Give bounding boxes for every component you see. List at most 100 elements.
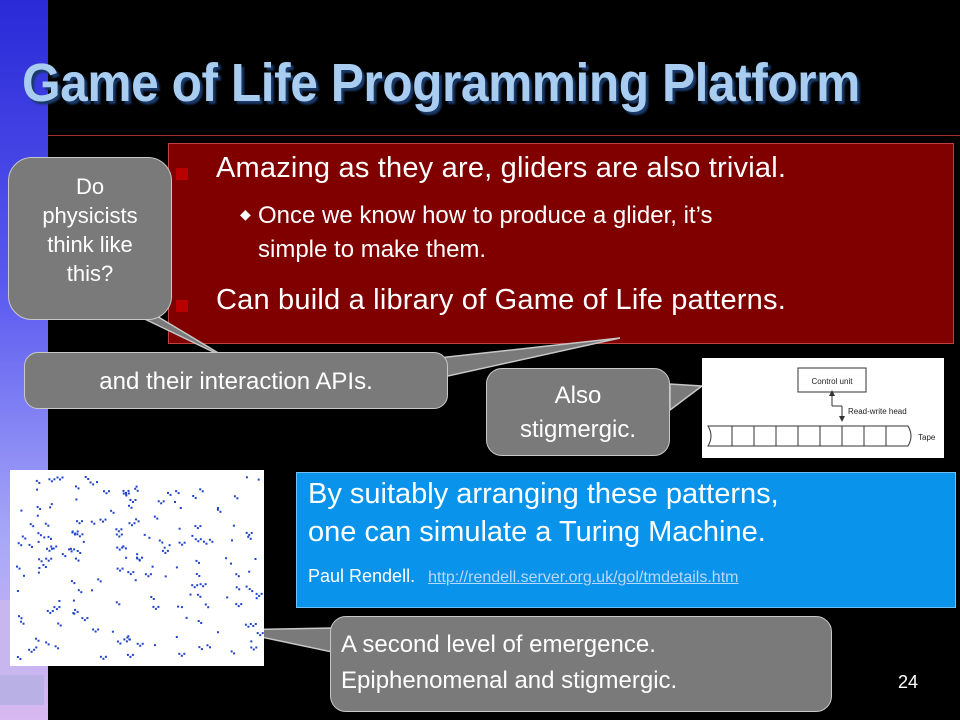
pattern-cell xyxy=(125,640,128,643)
head-label: Read-write head xyxy=(848,407,907,416)
pattern-cell xyxy=(235,573,238,576)
pattern-cell xyxy=(29,523,32,526)
pattern-cell xyxy=(76,533,79,536)
pattern-cell xyxy=(54,645,57,648)
pattern-cell xyxy=(92,483,95,486)
pattern-cell xyxy=(164,551,167,554)
pattern-cell xyxy=(58,600,61,602)
pattern-cell xyxy=(125,556,128,559)
pattern-cell xyxy=(180,654,183,657)
emergence-callout: A second level of emergence. Epiphenomen… xyxy=(330,616,832,712)
pattern-cell xyxy=(134,499,137,501)
pattern-cell xyxy=(247,625,250,628)
red-content-box xyxy=(168,143,954,344)
pattern-cell xyxy=(47,643,50,646)
pattern-cell xyxy=(128,504,130,507)
pattern-cell xyxy=(59,478,61,481)
pattern-cell xyxy=(161,541,164,544)
pattern-cell xyxy=(196,584,199,587)
callout-text-line: Also xyxy=(554,382,602,409)
pattern-cell xyxy=(200,622,203,624)
pattern-cell xyxy=(185,616,188,619)
pattern-cell xyxy=(71,531,74,534)
pattern-cell xyxy=(125,491,127,494)
pattern-cell xyxy=(157,500,160,503)
pattern-cell xyxy=(52,547,55,550)
pattern-cell xyxy=(22,622,25,625)
pattern-cell xyxy=(207,606,210,609)
pattern-cell xyxy=(122,545,125,548)
pattern-cell xyxy=(124,547,127,550)
callout-text-line: Epiphenomenal and stigmergic. xyxy=(341,667,678,694)
pattern-cell xyxy=(194,497,197,499)
pattern-cell xyxy=(199,595,202,598)
pattern-cell xyxy=(179,507,182,509)
pattern-cell xyxy=(129,499,132,501)
pattern-cell xyxy=(230,650,233,653)
pattern-cell xyxy=(163,546,166,549)
pattern-cell xyxy=(133,522,136,525)
pattern-cell xyxy=(153,515,156,518)
pattern-cell xyxy=(16,590,19,592)
pattern-cell xyxy=(46,547,48,550)
pattern-cell xyxy=(254,558,257,560)
pattern-cell xyxy=(91,589,93,592)
pattern-cell xyxy=(116,640,119,643)
pattern-cell xyxy=(236,497,239,500)
pattern-cell xyxy=(168,544,171,547)
pattern-cell xyxy=(120,533,123,536)
pattern-cell xyxy=(216,508,219,511)
pattern-cell xyxy=(76,610,79,613)
page-number: 24 xyxy=(898,672,919,692)
pattern-cell xyxy=(110,509,113,512)
pattern-cell xyxy=(50,480,53,483)
pattern-cell xyxy=(16,565,18,568)
pattern-cell xyxy=(38,481,41,484)
pattern-cell xyxy=(119,569,122,572)
pattern-cell xyxy=(201,490,204,493)
pattern-cell xyxy=(84,476,87,478)
rendell-link[interactable]: http://rendell.server.org.uk/gol/tmdetai… xyxy=(428,569,739,586)
pattern-cell xyxy=(156,517,159,520)
pattern-cell xyxy=(92,628,95,631)
pattern-cell xyxy=(72,612,75,615)
pattern-cell xyxy=(28,543,31,546)
pattern-cell xyxy=(191,584,194,587)
pattern-cell xyxy=(121,567,124,570)
pattern-cell xyxy=(141,556,143,559)
pattern-cell xyxy=(99,518,102,521)
pattern-cell xyxy=(18,615,20,618)
pattern-cell xyxy=(183,541,186,544)
pattern-cell xyxy=(149,573,152,576)
pattern-cell xyxy=(141,642,144,645)
pattern-cell xyxy=(51,610,54,612)
game-of-life-pattern-image xyxy=(10,470,264,666)
pattern-cell xyxy=(89,481,92,484)
pattern-cell xyxy=(42,564,45,566)
pattern-cell xyxy=(38,558,41,561)
pattern-cell xyxy=(195,559,198,562)
bullet-square-icon xyxy=(176,300,188,312)
pattern-cell xyxy=(200,648,203,651)
pattern-cell xyxy=(233,652,236,655)
pattern-cell xyxy=(139,644,142,647)
pattern-cell xyxy=(160,502,163,505)
subbullet-line2: simple to make them. xyxy=(258,236,487,263)
pattern-cell xyxy=(138,559,141,562)
citation-author: Paul Rendell. xyxy=(308,566,416,586)
pattern-cell xyxy=(154,607,157,610)
pattern-cell xyxy=(180,606,183,609)
pattern-cell xyxy=(36,488,39,491)
pattern-cell xyxy=(39,534,42,537)
pattern-cell xyxy=(157,605,160,608)
pattern-cell xyxy=(36,506,39,508)
pattern-cell xyxy=(58,606,61,609)
pattern-cell xyxy=(37,532,40,535)
pattern-cell xyxy=(76,530,79,533)
pattern-cell xyxy=(248,588,251,591)
pattern-cell xyxy=(50,545,53,548)
pattern-cell xyxy=(103,490,105,493)
pattern-cell xyxy=(64,555,67,558)
pattern-cell xyxy=(255,592,258,595)
pattern-cell xyxy=(116,567,119,570)
